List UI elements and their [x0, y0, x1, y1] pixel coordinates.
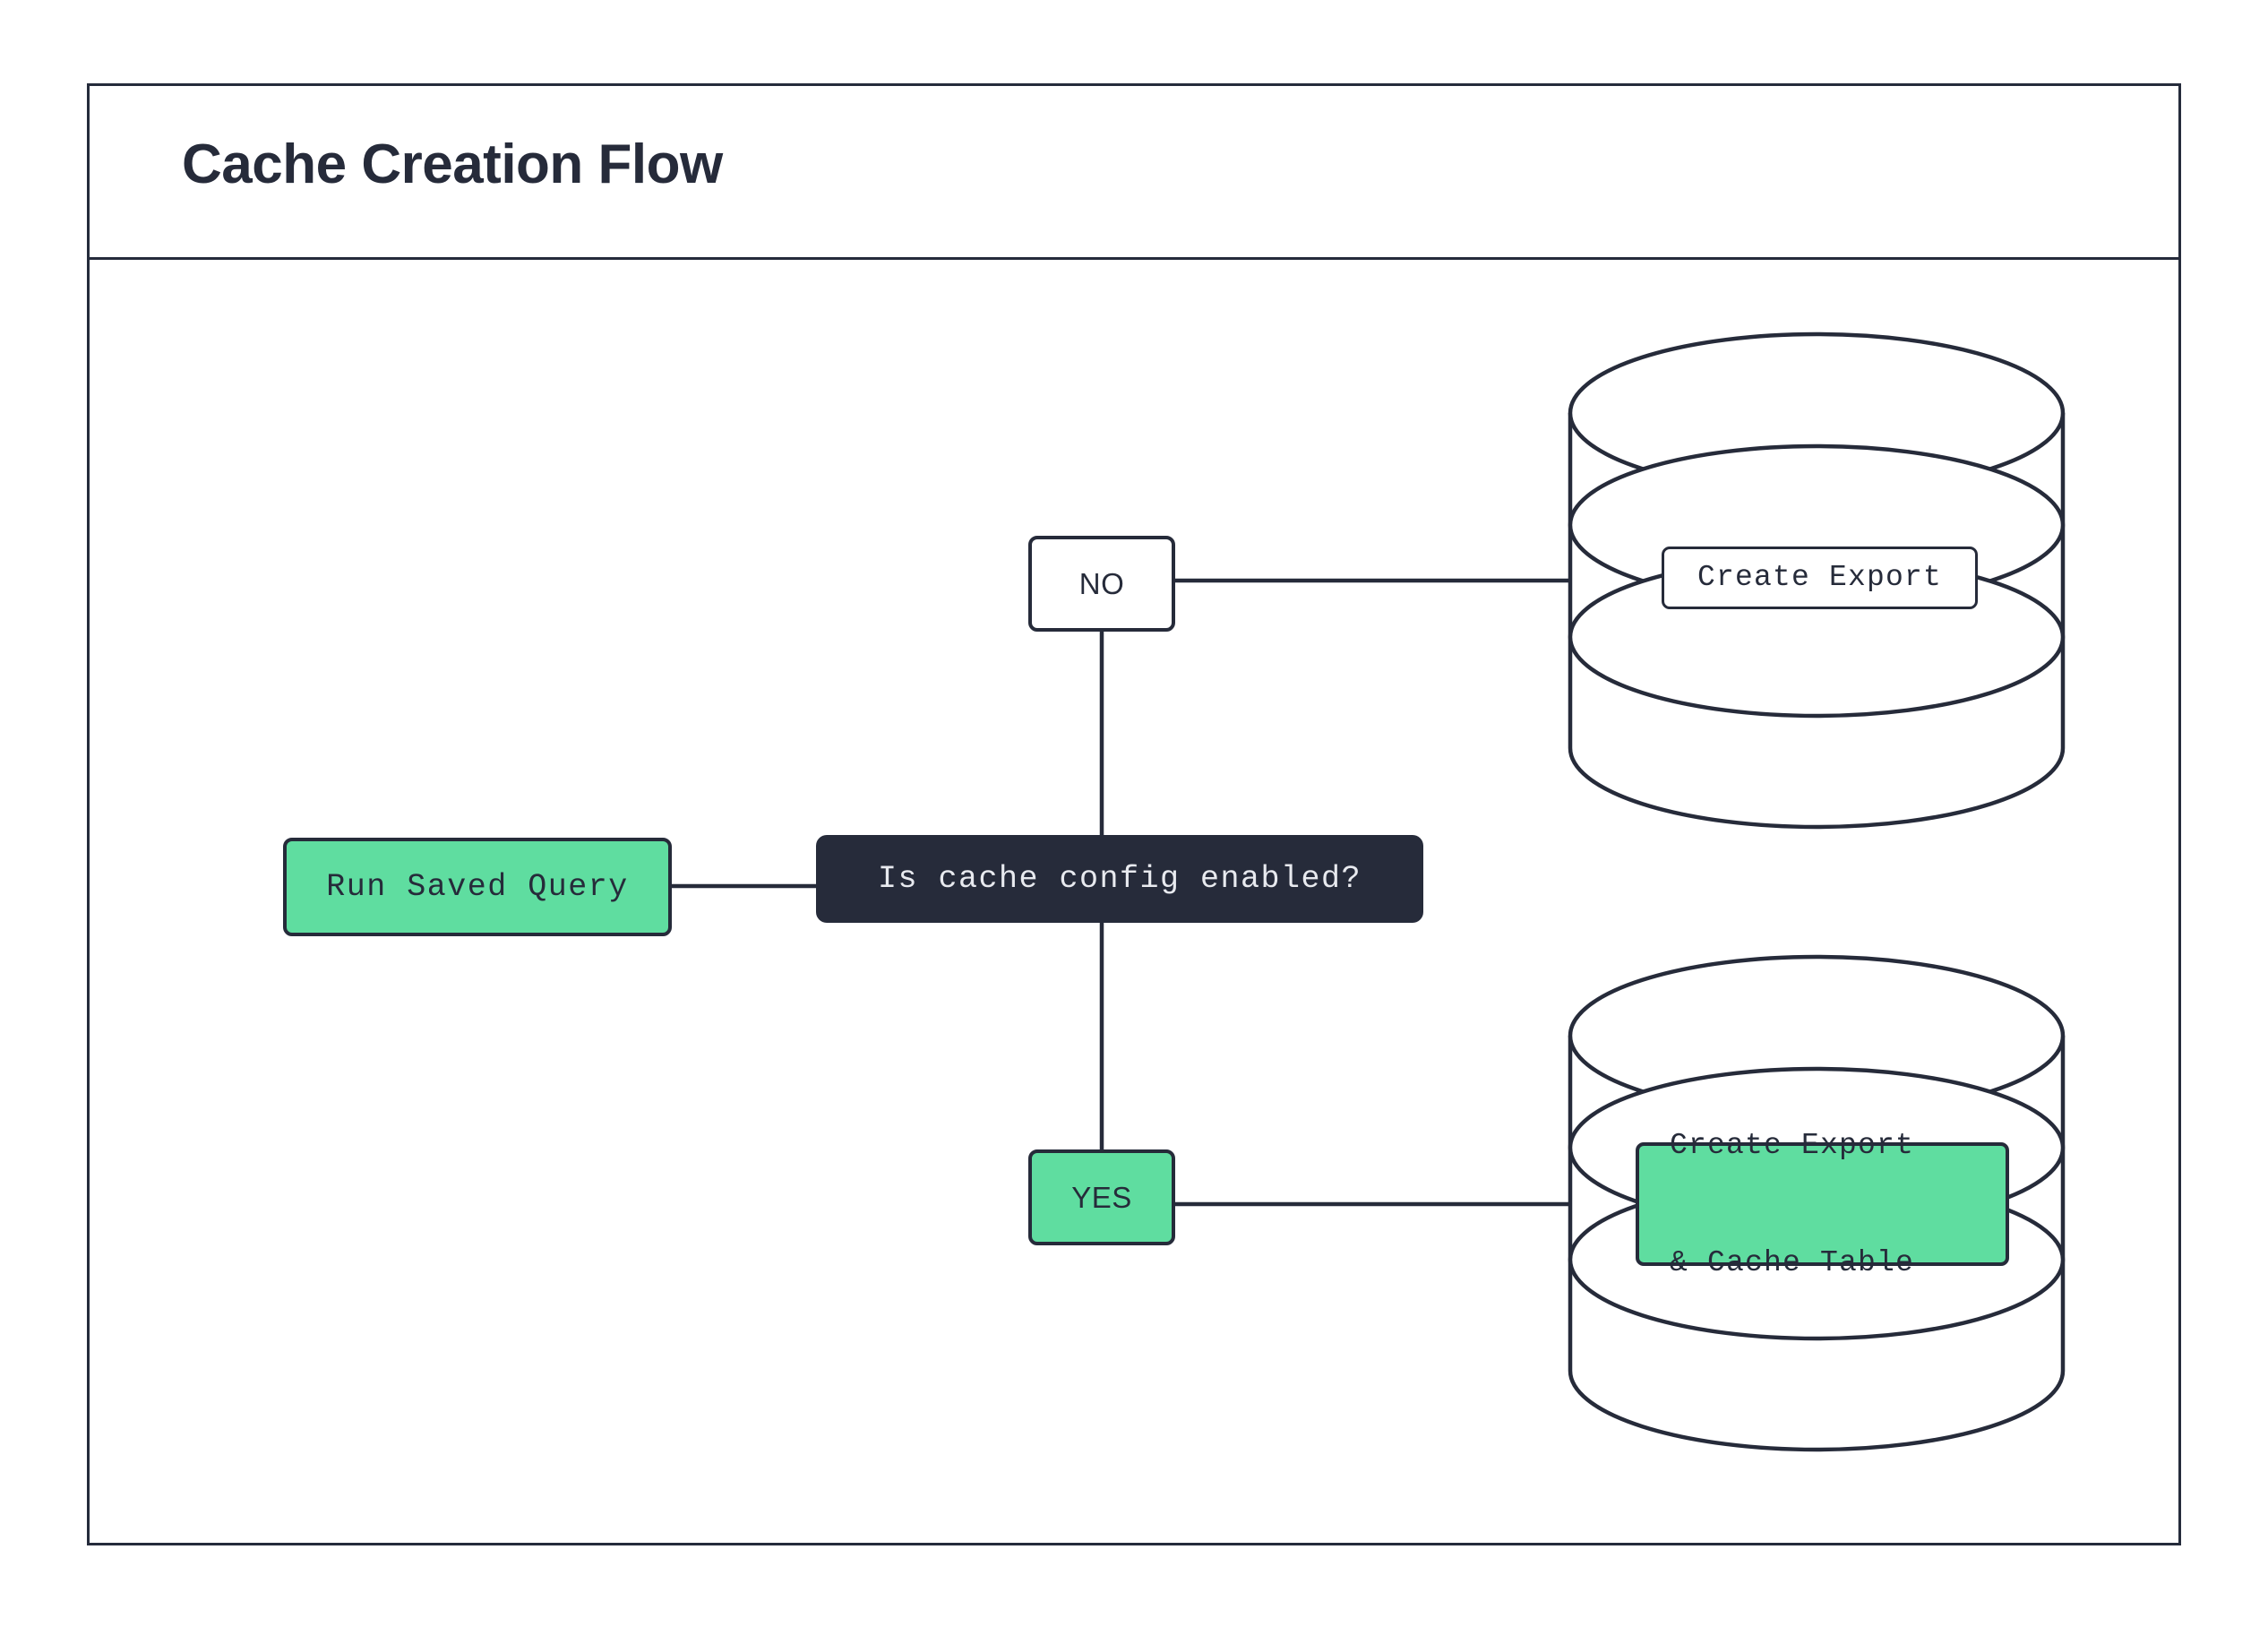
branch-label-yes[interactable]: YES — [1028, 1149, 1175, 1245]
diagram-header: Cache Creation Flow — [90, 86, 2178, 260]
node-run-saved-query[interactable]: Run Saved Query — [283, 838, 672, 936]
database-label-create-export[interactable]: Create Export — [1662, 547, 1978, 609]
branch-label-no[interactable]: NO — [1028, 536, 1175, 632]
diagram-canvas: Run Saved Query Is cache config enabled?… — [90, 260, 2178, 1543]
page-title: Cache Creation Flow — [182, 133, 723, 195]
database-label-line-1: Create Export — [1670, 1128, 1915, 1162]
node-decision-is-cache-config-enabled[interactable]: Is cache config enabled? — [816, 835, 1423, 923]
database-label-create-export-and-cache-table[interactable]: Create Export & Cache Table — [1636, 1129, 2009, 1279]
diagram-frame: Cache Creation Flow — [87, 83, 2181, 1545]
database-label-line-2: & Cache Table — [1670, 1245, 1915, 1279]
